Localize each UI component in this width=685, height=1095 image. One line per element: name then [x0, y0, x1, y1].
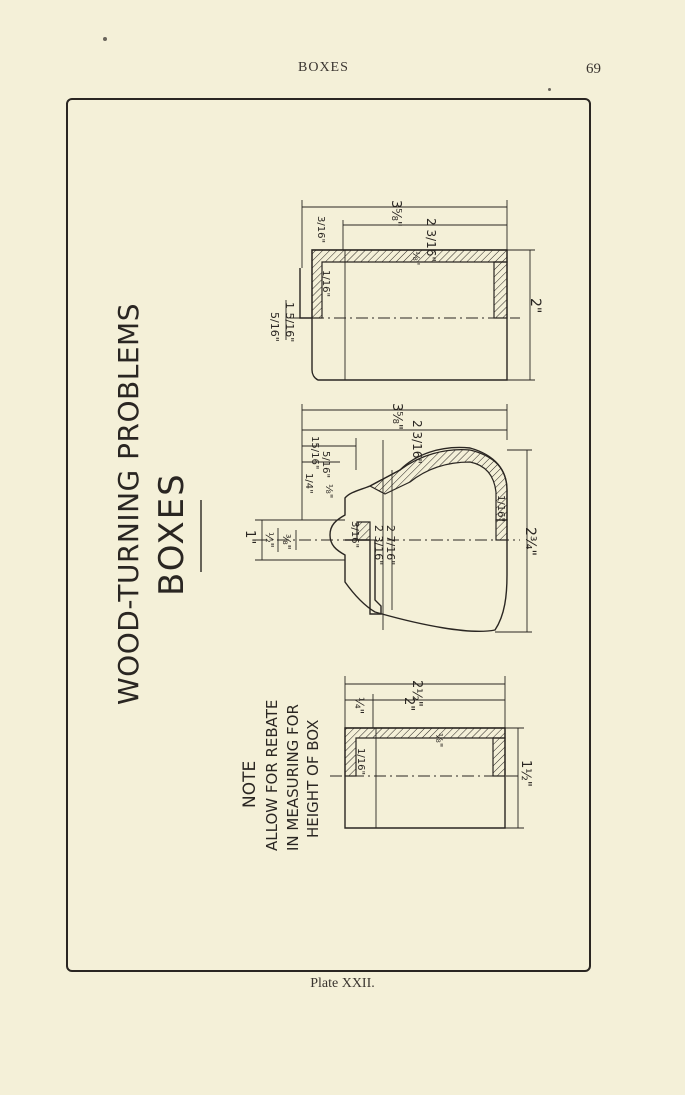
box1-inner-label: 2" [401, 697, 416, 711]
box2-diam-a-label: 3/16" [349, 521, 360, 548]
running-title: BOXES [298, 60, 349, 75]
running-head: BOXES 69 [0, 60, 685, 80]
box3-wall-label: 1/16" [320, 270, 331, 297]
box1-wall-label: 1/16" [355, 748, 366, 775]
box3-top-label: 5/16" [268, 312, 281, 342]
box-drawing-1 [330, 676, 524, 829]
box2-lid-b-label: ⅛" [323, 484, 334, 498]
box1-length-label: 2½" [409, 680, 424, 707]
plate-subheading: BOXES [152, 472, 192, 596]
box2-knob-label: 1" [242, 530, 257, 544]
box1-lid-label: ¼" [352, 697, 366, 714]
note-line-3: HEIGHT OF BOX [304, 720, 322, 838]
box2-length-label: 3⅝" [389, 403, 404, 430]
box2-diam-c-label: 2 7/16" [384, 525, 397, 565]
plate-heading: WOOD-TURNING PROBLEMS [112, 303, 145, 705]
box3-inner-label: ⅛" [410, 251, 421, 265]
plate-caption: Plate XXII. [310, 976, 375, 991]
box2-knob-a-label: ½" [263, 532, 276, 548]
note-line-1: ALLOW FOR REBATE [263, 700, 281, 851]
box2-width-label: 2¾" [522, 527, 538, 556]
box3-length-label: 3⅝" [388, 200, 403, 227]
box3-top-b-label: 1 5/16" [283, 302, 296, 342]
box-drawing-2 [255, 404, 532, 633]
box3-body-label: 2 3/16" [424, 218, 438, 262]
plate-frame [66, 98, 591, 972]
box2-lid-a-label: 1/4" [303, 473, 314, 494]
note-line-2: IN MEASURING FOR [284, 704, 302, 851]
note-title: NOTE [240, 761, 260, 808]
box2-wall-label: 1/16" [495, 495, 506, 522]
box1-height-label: 1½" [518, 760, 533, 787]
box1-bottom-label: ⅛" [433, 733, 444, 747]
ink-speck [103, 37, 107, 41]
note-block: NOTE ALLOW FOR REBATE IN MEASURING FOR H… [240, 700, 322, 851]
box3-lid-label: 3/16" [315, 216, 326, 243]
box3-width-label: 2" [527, 298, 543, 313]
box2-knob-b-label: ⅜" [280, 534, 293, 550]
box2-body-label: 2 3/16" [410, 420, 424, 464]
page-number: 69 [586, 61, 601, 77]
box2-diam-b-label: 2 3/16" [372, 525, 385, 565]
box-drawing-3 [285, 200, 535, 381]
ink-speck [548, 88, 551, 91]
box2-lid-c-label: 5/16" [320, 451, 331, 478]
box2-lid-d-label: 15/16" [309, 436, 320, 469]
